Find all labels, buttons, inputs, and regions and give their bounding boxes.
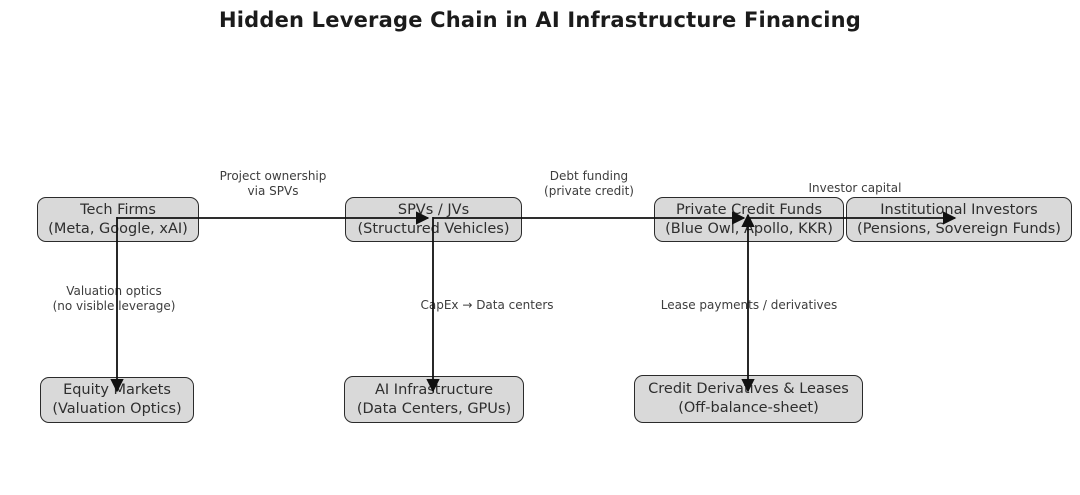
node-tech-firms: Tech Firms (Meta, Google, xAI) [37,197,199,242]
node-label: Private Credit Funds [675,201,823,218]
node-label: Equity Markets [63,382,171,399]
edge-label-line: Investor capital [808,181,902,195]
node-credit-derivatives-leases: Credit Derivatives & Leases (Off-balance… [634,375,863,423]
edge-label-line: CapEx → Data centers [420,298,554,312]
node-private-credit-funds: Private Credit Funds (Blue Owl, Apollo, … [654,197,844,242]
edge-label-capex: CapEx → Data centers [420,298,553,313]
edge-label-line: via SPVs [247,183,299,198]
edge-label-valuation-optics: Valuation optics (no visible leverage) [53,284,176,313]
node-sublabel: (Data Centers, GPUs) [356,400,512,417]
edge-label-line: (private credit) [544,183,634,198]
node-institutional-investors: Institutional Investors (Pensions, Sover… [846,197,1072,242]
edge-label-line: Project ownership [219,169,327,183]
node-label: Credit Derivatives & Leases [648,381,849,398]
node-label: Tech Firms [80,201,156,218]
edge-label-line: Debt funding [549,169,629,183]
edge-label-project-ownership: Project ownership via SPVs [220,169,327,198]
edge-label-debt-funding: Debt funding (private credit) [544,169,634,198]
edge-label-investor-capital: Investor capital [809,181,902,196]
node-sublabel: (Valuation Optics) [52,401,182,417]
node-ai-infrastructure: AI Infrastructure (Data Centers, GPUs) [344,376,524,423]
node-label: Institutional Investors [880,201,1038,218]
edge-label-lease-payments: Lease payments / derivatives [661,298,838,313]
edge-label-line: Lease payments / derivatives [660,298,838,312]
node-label: AI Infrastructure [374,381,494,398]
node-equity-markets: Equity Markets (Valuation Optics) [40,377,194,423]
edge-label-line: Valuation optics [66,284,162,298]
node-spvs-jvs: SPVs / JVs (Structured Vehicles) [345,197,522,242]
node-sublabel: (Structured Vehicles) [357,220,510,237]
diagram-title: Hidden Leverage Chain in AI Infrastructu… [218,8,862,32]
node-label: SPVs / JVs [397,201,470,218]
node-sublabel: (Pensions, Sovereign Funds) [857,220,1061,237]
node-sublabel: (Off-balance-sheet) [678,400,819,416]
node-sublabel: (Meta, Google, xAI) [48,220,188,237]
edge-label-line: (no visible leverage) [52,298,176,313]
node-sublabel: (Blue Owl, Apollo, KKR) [665,220,833,237]
